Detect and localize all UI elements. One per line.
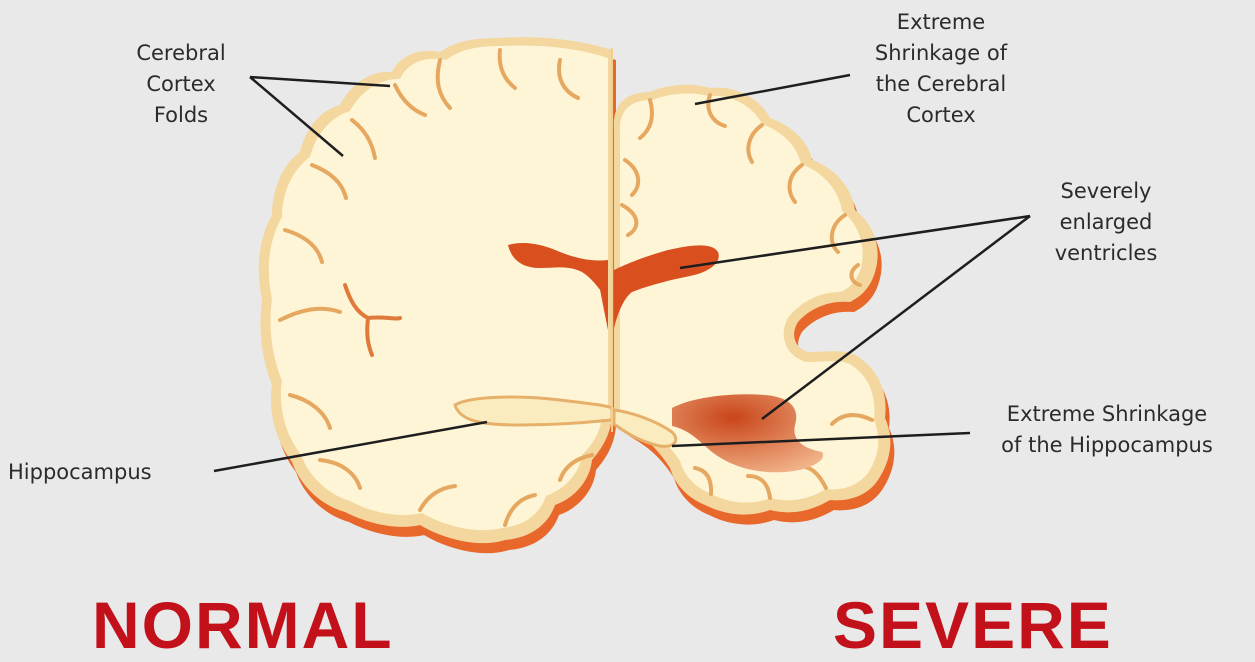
label-line: the Cerebral	[848, 69, 1034, 100]
heading-normal: NORMAL	[92, 592, 394, 658]
label-line: Cortex	[848, 100, 1034, 131]
label-line: of the Hippocampus	[966, 430, 1248, 461]
label-hippocampus: Hippocampus	[8, 457, 204, 488]
label-line: enlarged	[1033, 207, 1179, 238]
normal-hemisphere	[259, 37, 616, 553]
heading-severe: SEVERE	[833, 592, 1113, 658]
label-line: Severely	[1033, 176, 1179, 207]
label-severely-enlarged-ventricles: Severely enlarged ventricles	[1033, 176, 1179, 269]
label-line: Cerebral	[118, 38, 244, 69]
severe-hemisphere	[614, 85, 895, 525]
label-cerebral-cortex-folds: Cerebral Cortex Folds	[118, 38, 244, 131]
label-line: ventricles	[1033, 238, 1179, 269]
label-line: Extreme	[848, 7, 1034, 38]
label-line: Folds	[118, 100, 244, 131]
label-line: Extreme Shrinkage	[966, 399, 1248, 430]
label-extreme-shrinkage-cortex: Extreme Shrinkage of the Cerebral Cortex	[848, 7, 1034, 131]
label-line: Cortex	[118, 69, 244, 100]
label-extreme-shrinkage-hippocampus: Extreme Shrinkage of the Hippocampus	[966, 399, 1248, 461]
label-line: Shrinkage of	[848, 38, 1034, 69]
